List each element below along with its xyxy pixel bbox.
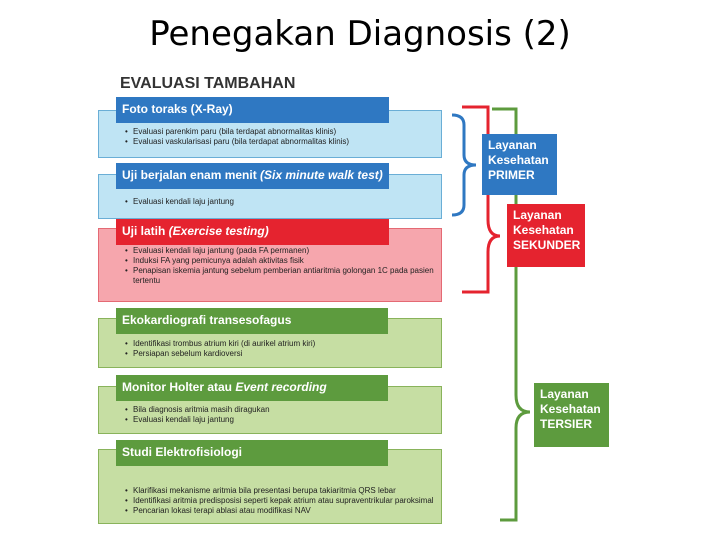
list-item: Evaluasi kendali laju jantung	[125, 415, 441, 425]
list-item: Penapisan iskemia jantung sebelum pember…	[125, 266, 435, 286]
panel-header-tee: Ekokardiografi transesofagus	[116, 308, 388, 334]
sekunder-box: Layanan Kesehatan SEKUNDER	[507, 204, 585, 267]
list-item: Bila diagnosis aritmia masih diragukan	[125, 405, 441, 415]
panel-header-holter: Monitor Holter atau Event recording	[116, 375, 388, 401]
list-item: Evaluasi vaskularisasi paru (bila terdap…	[125, 137, 441, 147]
panel-header-chest-xray: Foto toraks (X-Ray)	[116, 97, 389, 123]
list-item: Evaluasi parenkim paru (bila terdapat ab…	[125, 127, 441, 137]
section-heading: EVALUASI TAMBAHAN	[120, 75, 296, 92]
list-item: Evaluasi kendali laju jantung (pada FA p…	[125, 246, 435, 256]
panel-header-exercise-testing: Uji latih (Exercise testing)	[116, 219, 389, 245]
list-item: Persiapan sebelum kardioversi	[125, 349, 441, 359]
primer-box: Layanan Kesehatan PRIMER	[482, 134, 557, 195]
panel-header-ep-study: Studi Elektrofisiologi	[116, 440, 388, 466]
list-item: Identifikasi trombus atrium kiri (di aur…	[125, 339, 441, 349]
primer-bracket	[451, 113, 477, 217]
list-item: Klarifikasi mekanisme aritmia bila prese…	[125, 486, 437, 496]
list-item: Pencarian lokasi terapi ablasi atau modi…	[125, 506, 437, 516]
list-item: Identifikasi aritmia predisposisi sepert…	[125, 496, 437, 506]
sekunder-bracket	[462, 105, 501, 294]
list-item: Induksi FA yang pemicunya adalah aktivit…	[125, 256, 435, 266]
panel-header-six-minute-walk: Uji berjalan enam menit (Six minute walk…	[116, 163, 389, 189]
page-title: Penegakan Diagnosis (2)	[149, 14, 571, 54]
list-item: Evaluasi kendali laju jantung	[125, 197, 441, 207]
tersier-bracket	[492, 107, 531, 522]
tersier-box: Layanan Kesehatan TERSIER	[534, 383, 609, 447]
